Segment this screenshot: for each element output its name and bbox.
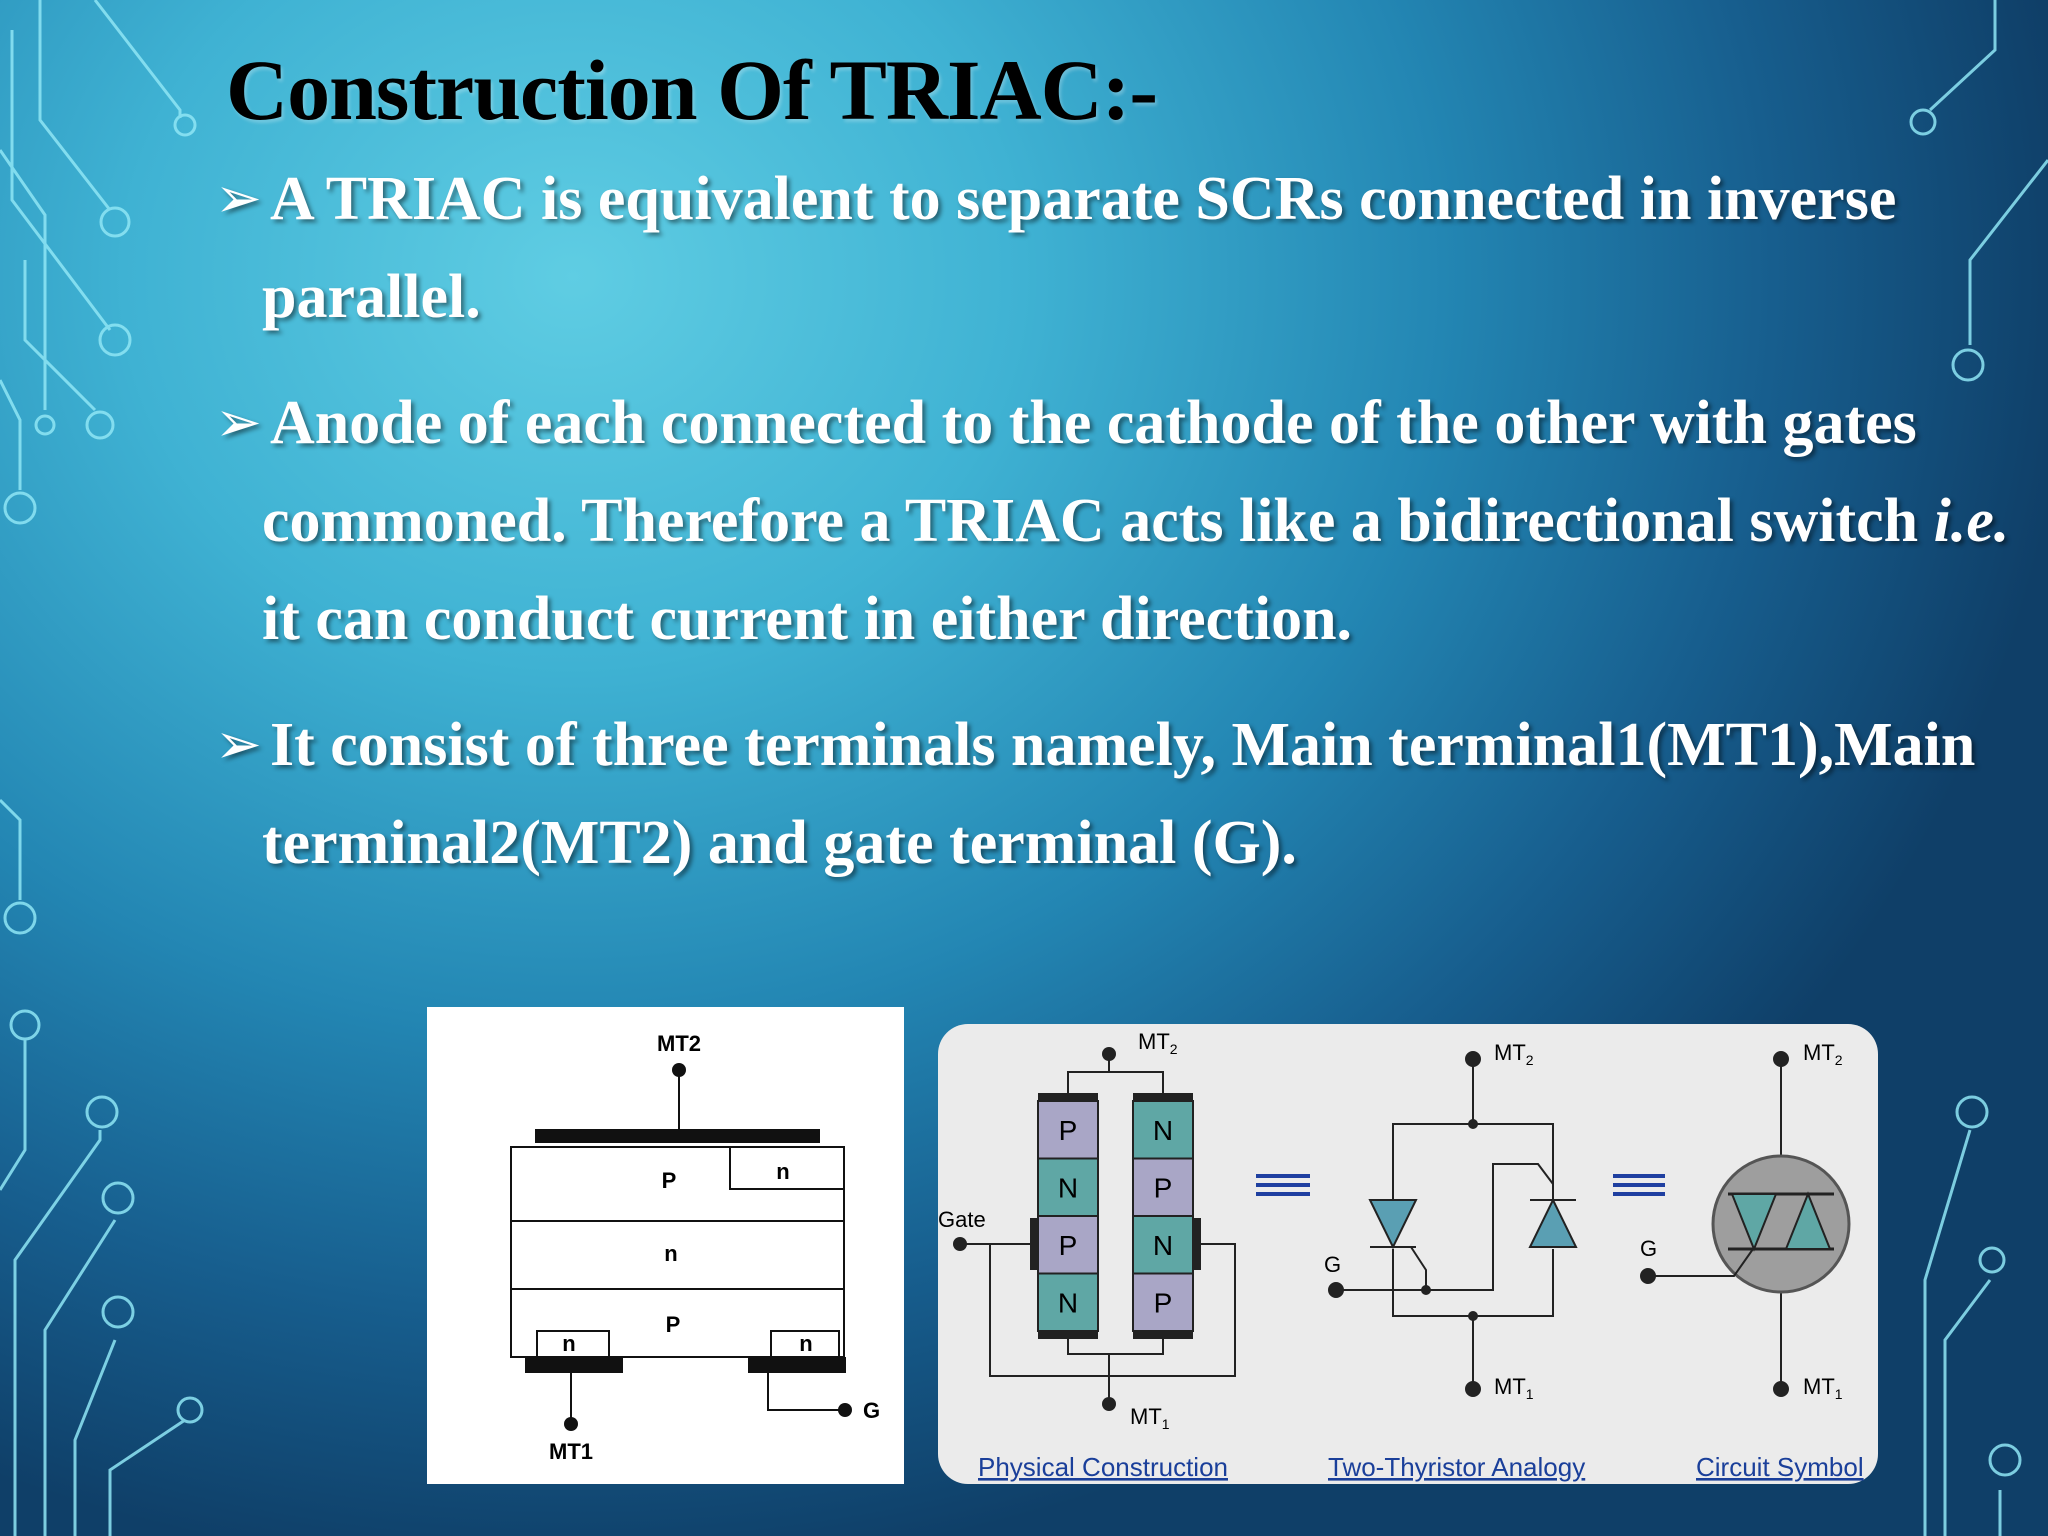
bullet-text: Anode of each connected to the cathode o… (252, 374, 2010, 668)
physical-mt1-label: MT1 (1130, 1404, 1170, 1432)
symbol-mt2-label: MT2 (1803, 1040, 1843, 1068)
arrow-bullet-icon: ➢ (215, 166, 262, 231)
slide-title: Construction Of TRIAC:- (226, 42, 1158, 138)
semiconductor-layer (1132, 1157, 1194, 1217)
top-electrode (535, 1129, 820, 1143)
layer-label: P (1059, 1230, 1078, 1261)
two-thyristor-analogy-figure (1328, 1051, 1578, 1397)
bottom-right-n-label: n (799, 1331, 812, 1356)
bottom-right-n-region (770, 1330, 840, 1358)
symbol-gate-label: G (1640, 1236, 1657, 1261)
bullet-text: It consist of three terminals namely, Ma… (252, 696, 2010, 892)
bottom-left-n-label: n (562, 1331, 575, 1356)
analogy-mt2-label: MT2 (1494, 1040, 1534, 1068)
layer-p-top-label: P (662, 1168, 677, 1193)
bullet-item: ➢Anode of each connected to the cathode … (210, 374, 2010, 668)
bullet-text-segment: It consist of three terminals namely, Ma… (262, 711, 1976, 877)
circuit-symbol-figure (1640, 1051, 1851, 1397)
triac-cross-section-diagram: MT2 n P n P n n MT1 G (427, 1007, 904, 1484)
bullet-list: ➢A TRIAC is equivalent to separate SCRs … (210, 150, 2010, 920)
gate-label: Gate (938, 1207, 986, 1232)
mt1-terminal-dot (564, 1417, 578, 1431)
semiconductor-layer (1037, 1272, 1099, 1332)
caption-two-thyristor-analogy: Two-Thyristor Analogy (1328, 1452, 1585, 1482)
bullet-text-segment: A TRIAC is equivalent to separate SCRs c… (262, 165, 1897, 331)
top-n-label: n (776, 1159, 789, 1184)
layer-label: N (1058, 1173, 1078, 1204)
semiconductor-layer (1132, 1100, 1194, 1160)
bullet-item: ➢A TRIAC is equivalent to separate SCRs … (210, 150, 2010, 346)
layer-n-label: n (664, 1241, 677, 1266)
semiconductor-layer (1037, 1100, 1099, 1160)
analogy-gate-label: G (1324, 1252, 1341, 1277)
caption-physical-construction: Physical Construction (978, 1452, 1228, 1482)
gate-label: G (863, 1398, 880, 1423)
equivalence-sign-1 (1256, 1174, 1310, 1196)
semiconductor-layer (1037, 1215, 1099, 1275)
layer-label: P (1059, 1115, 1078, 1146)
arrow-bullet-icon: ➢ (215, 712, 262, 777)
bullet-text-segment: Anode of each connected to the cathode o… (262, 389, 1934, 555)
bottom-left-n-region (536, 1330, 610, 1358)
layer-label: P (1154, 1288, 1173, 1319)
bullet-text-segment: i.e. (1933, 487, 2010, 555)
analogy-mt1-label: MT1 (1494, 1374, 1534, 1402)
layer-label: N (1153, 1230, 1173, 1261)
bullet-text: A TRIAC is equivalent to separate SCRs c… (252, 150, 2010, 346)
bullet-item: ➢It consist of three terminals namely, M… (210, 696, 2010, 892)
caption-circuit-symbol: Circuit Symbol (1696, 1452, 1864, 1482)
layer-label: P (1154, 1173, 1173, 1204)
gate-electrode (748, 1357, 846, 1373)
layer-label: N (1058, 1288, 1078, 1319)
equivalence-sign-2 (1613, 1174, 1665, 1196)
gate-terminal-dot (838, 1403, 852, 1417)
symbol-mt1-label: MT1 (1803, 1374, 1843, 1402)
mt2-label: MT2 (657, 1031, 701, 1056)
arrow-bullet-icon: ➢ (215, 390, 262, 455)
bullet-text-segment: it can conduct current in either directi… (262, 585, 1353, 653)
mt1-label: MT1 (549, 1439, 593, 1464)
physical-mt2-label: MT2 (1138, 1029, 1178, 1057)
layer-p-bottom-label: P (666, 1312, 681, 1337)
mt1-electrode (525, 1357, 623, 1373)
layer-label: N (1153, 1115, 1173, 1146)
semiconductor-layer (1132, 1215, 1194, 1275)
semiconductor-layer (1037, 1157, 1099, 1217)
top-n-region (729, 1146, 845, 1190)
